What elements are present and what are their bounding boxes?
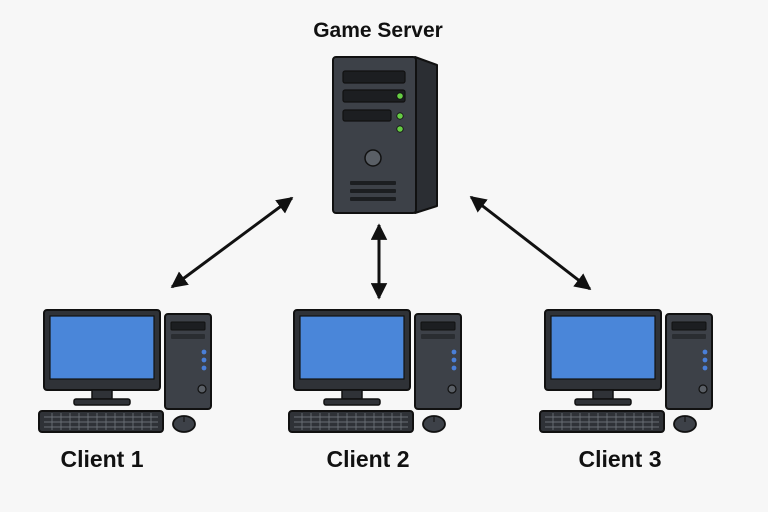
client-1-label: Client 1 [60, 446, 144, 472]
arrow-server-client-3 [469, 195, 592, 291]
client-3-computer-icon [539, 309, 713, 433]
client-3-label: Client 3 [578, 446, 662, 472]
client-2-label: Client 2 [326, 446, 410, 472]
server-title: Game Server [313, 19, 443, 42]
client-2-computer-icon [288, 309, 462, 433]
server-icon [332, 56, 438, 214]
arrow-server-client-1 [170, 196, 294, 289]
client-1-computer-icon [38, 309, 212, 433]
